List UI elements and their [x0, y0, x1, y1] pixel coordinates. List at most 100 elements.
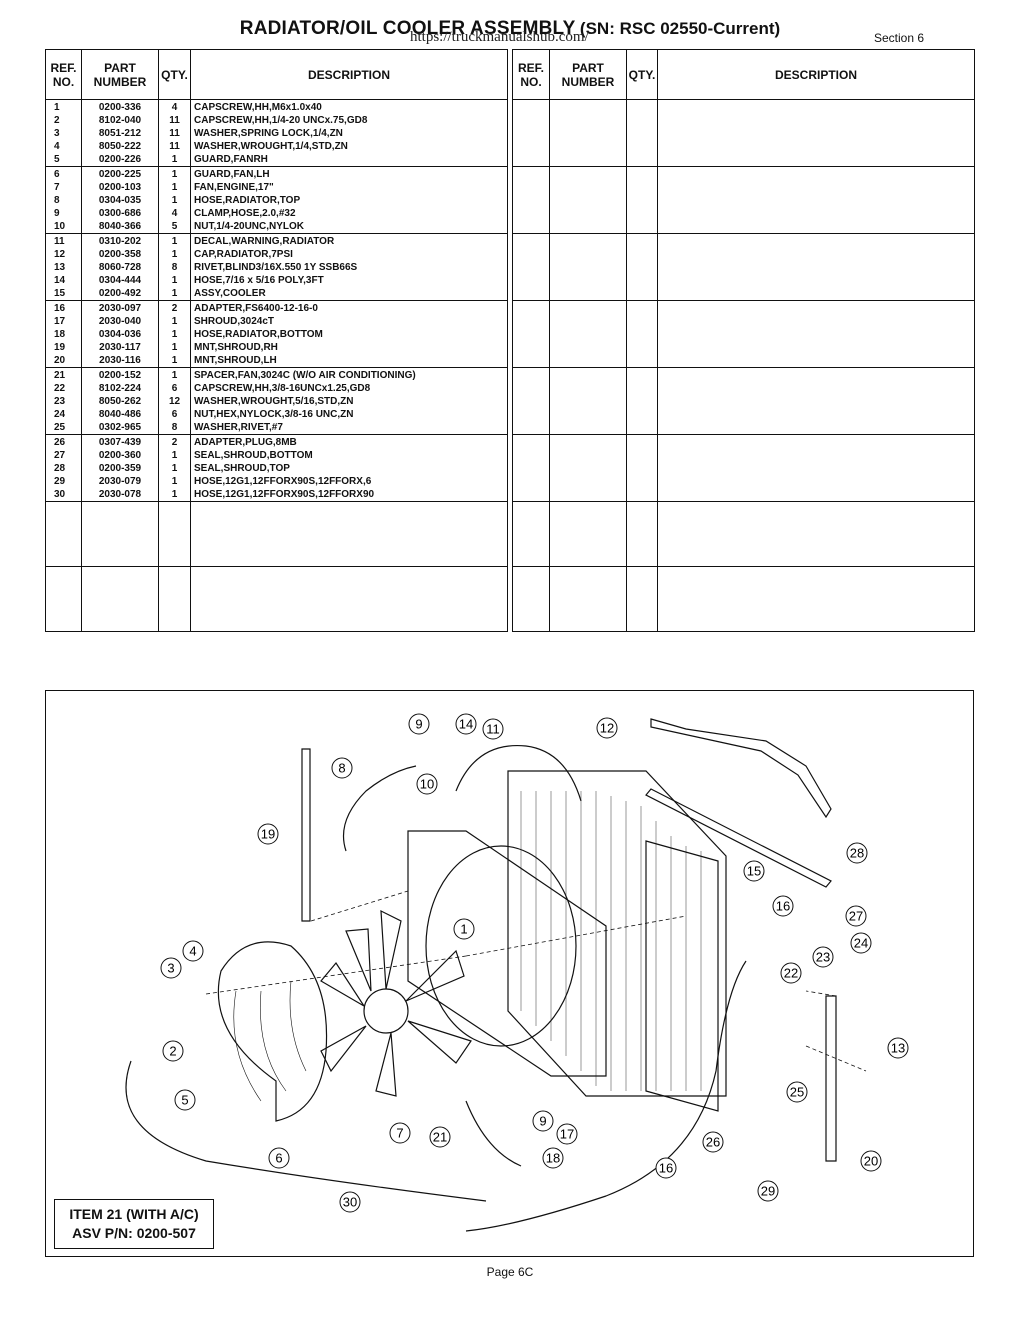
ref-number	[512, 382, 550, 395]
description	[657, 328, 975, 341]
description	[657, 354, 975, 368]
description	[657, 341, 975, 354]
section-label: Section 6	[874, 31, 925, 45]
empty-cell	[626, 566, 658, 632]
table-row	[512, 475, 975, 488]
ref-number	[512, 475, 550, 488]
quantity	[626, 207, 658, 220]
ref-number	[512, 488, 550, 502]
page-number: Page 6C	[486, 1265, 534, 1279]
quantity: 1	[158, 449, 191, 462]
shroud-seal-bottom	[645, 788, 832, 888]
quantity: 1	[158, 153, 191, 167]
callout-number: 2	[169, 1044, 176, 1059]
page-title: RADIATOR/OIL COOLER ASSEMBLY	[239, 18, 576, 39]
description	[657, 248, 975, 261]
callout-number: 5	[181, 1093, 188, 1108]
callout-number: 8	[338, 761, 345, 776]
description	[657, 233, 975, 248]
quantity	[626, 261, 658, 274]
table-row	[512, 354, 975, 368]
quantity: 8	[158, 421, 191, 435]
description: CAPSCREW,HH,1/4-20 UNCx.75,GD8	[190, 114, 508, 127]
part-number	[549, 274, 627, 287]
quantity	[626, 233, 658, 248]
part-number: 2030-079	[81, 475, 159, 488]
part-number: 2030-117	[81, 341, 159, 354]
quantity: 1	[158, 488, 191, 502]
description: WASHER,WROUGHT,5/16,STD,ZN	[190, 395, 508, 408]
part-number	[549, 140, 627, 153]
empty-cell	[626, 501, 658, 567]
part-number	[549, 421, 627, 435]
part-number	[549, 127, 627, 140]
ref-number: 28	[45, 462, 82, 475]
quantity	[626, 99, 658, 114]
callout-11: 11	[482, 718, 504, 740]
poly-hose	[455, 744, 582, 802]
blank-row	[512, 501, 975, 567]
radiator-top-hose	[337, 760, 418, 853]
fan-blades	[320, 909, 472, 1097]
callout-number: 1	[460, 922, 467, 937]
table-row	[512, 248, 975, 261]
description	[657, 194, 975, 207]
part-number	[549, 488, 627, 502]
description: WASHER,SPRING LOCK,1/4,ZN	[190, 127, 508, 140]
description: CAP,RADIATOR,7PSI	[190, 248, 508, 261]
part-number	[549, 328, 627, 341]
description	[657, 220, 975, 234]
part-number	[549, 300, 627, 315]
callout-6: 6	[268, 1147, 290, 1169]
callout-number: 24	[854, 936, 868, 951]
part-number: 0304-444	[81, 274, 159, 287]
empty-cell	[45, 501, 82, 567]
description	[657, 153, 975, 167]
part-number: 8050-262	[81, 395, 159, 408]
quantity: 6	[158, 408, 191, 421]
cooler-hose-90	[465, 960, 747, 1232]
description	[657, 166, 975, 181]
table-row	[512, 153, 975, 167]
quantity	[626, 382, 658, 395]
blank-row	[45, 501, 508, 567]
callout-28: 28	[846, 842, 868, 864]
description: SHROUD,3024cT	[190, 315, 508, 328]
ref-number	[512, 220, 550, 234]
table-row	[512, 140, 975, 153]
description: CLAMP,HOSE,2.0,#32	[190, 207, 508, 220]
part-number	[549, 220, 627, 234]
ref-number: 9	[45, 207, 82, 220]
table-row	[512, 287, 975, 301]
note-line-2: ASV P/N: 0200-507	[72, 1225, 196, 1241]
ref-number: 20	[45, 354, 82, 368]
callout-number: 18	[546, 1151, 560, 1166]
part-number	[549, 114, 627, 127]
callout-20: 20	[860, 1150, 882, 1172]
callout-10: 10	[416, 773, 438, 795]
part-number	[549, 341, 627, 354]
empty-cell	[158, 501, 191, 567]
ref-number: 24	[45, 408, 82, 421]
quantity	[626, 354, 658, 368]
part-number	[549, 367, 627, 382]
callout-9: 9	[408, 713, 430, 735]
table-row	[512, 127, 975, 140]
ref-number	[512, 434, 550, 449]
callout-5: 5	[174, 1089, 196, 1111]
blank-row	[512, 566, 975, 632]
ref-number: 15	[45, 287, 82, 301]
empty-cell	[45, 566, 82, 632]
quantity: 6	[158, 382, 191, 395]
table-row	[512, 434, 975, 449]
ref-number	[512, 274, 550, 287]
